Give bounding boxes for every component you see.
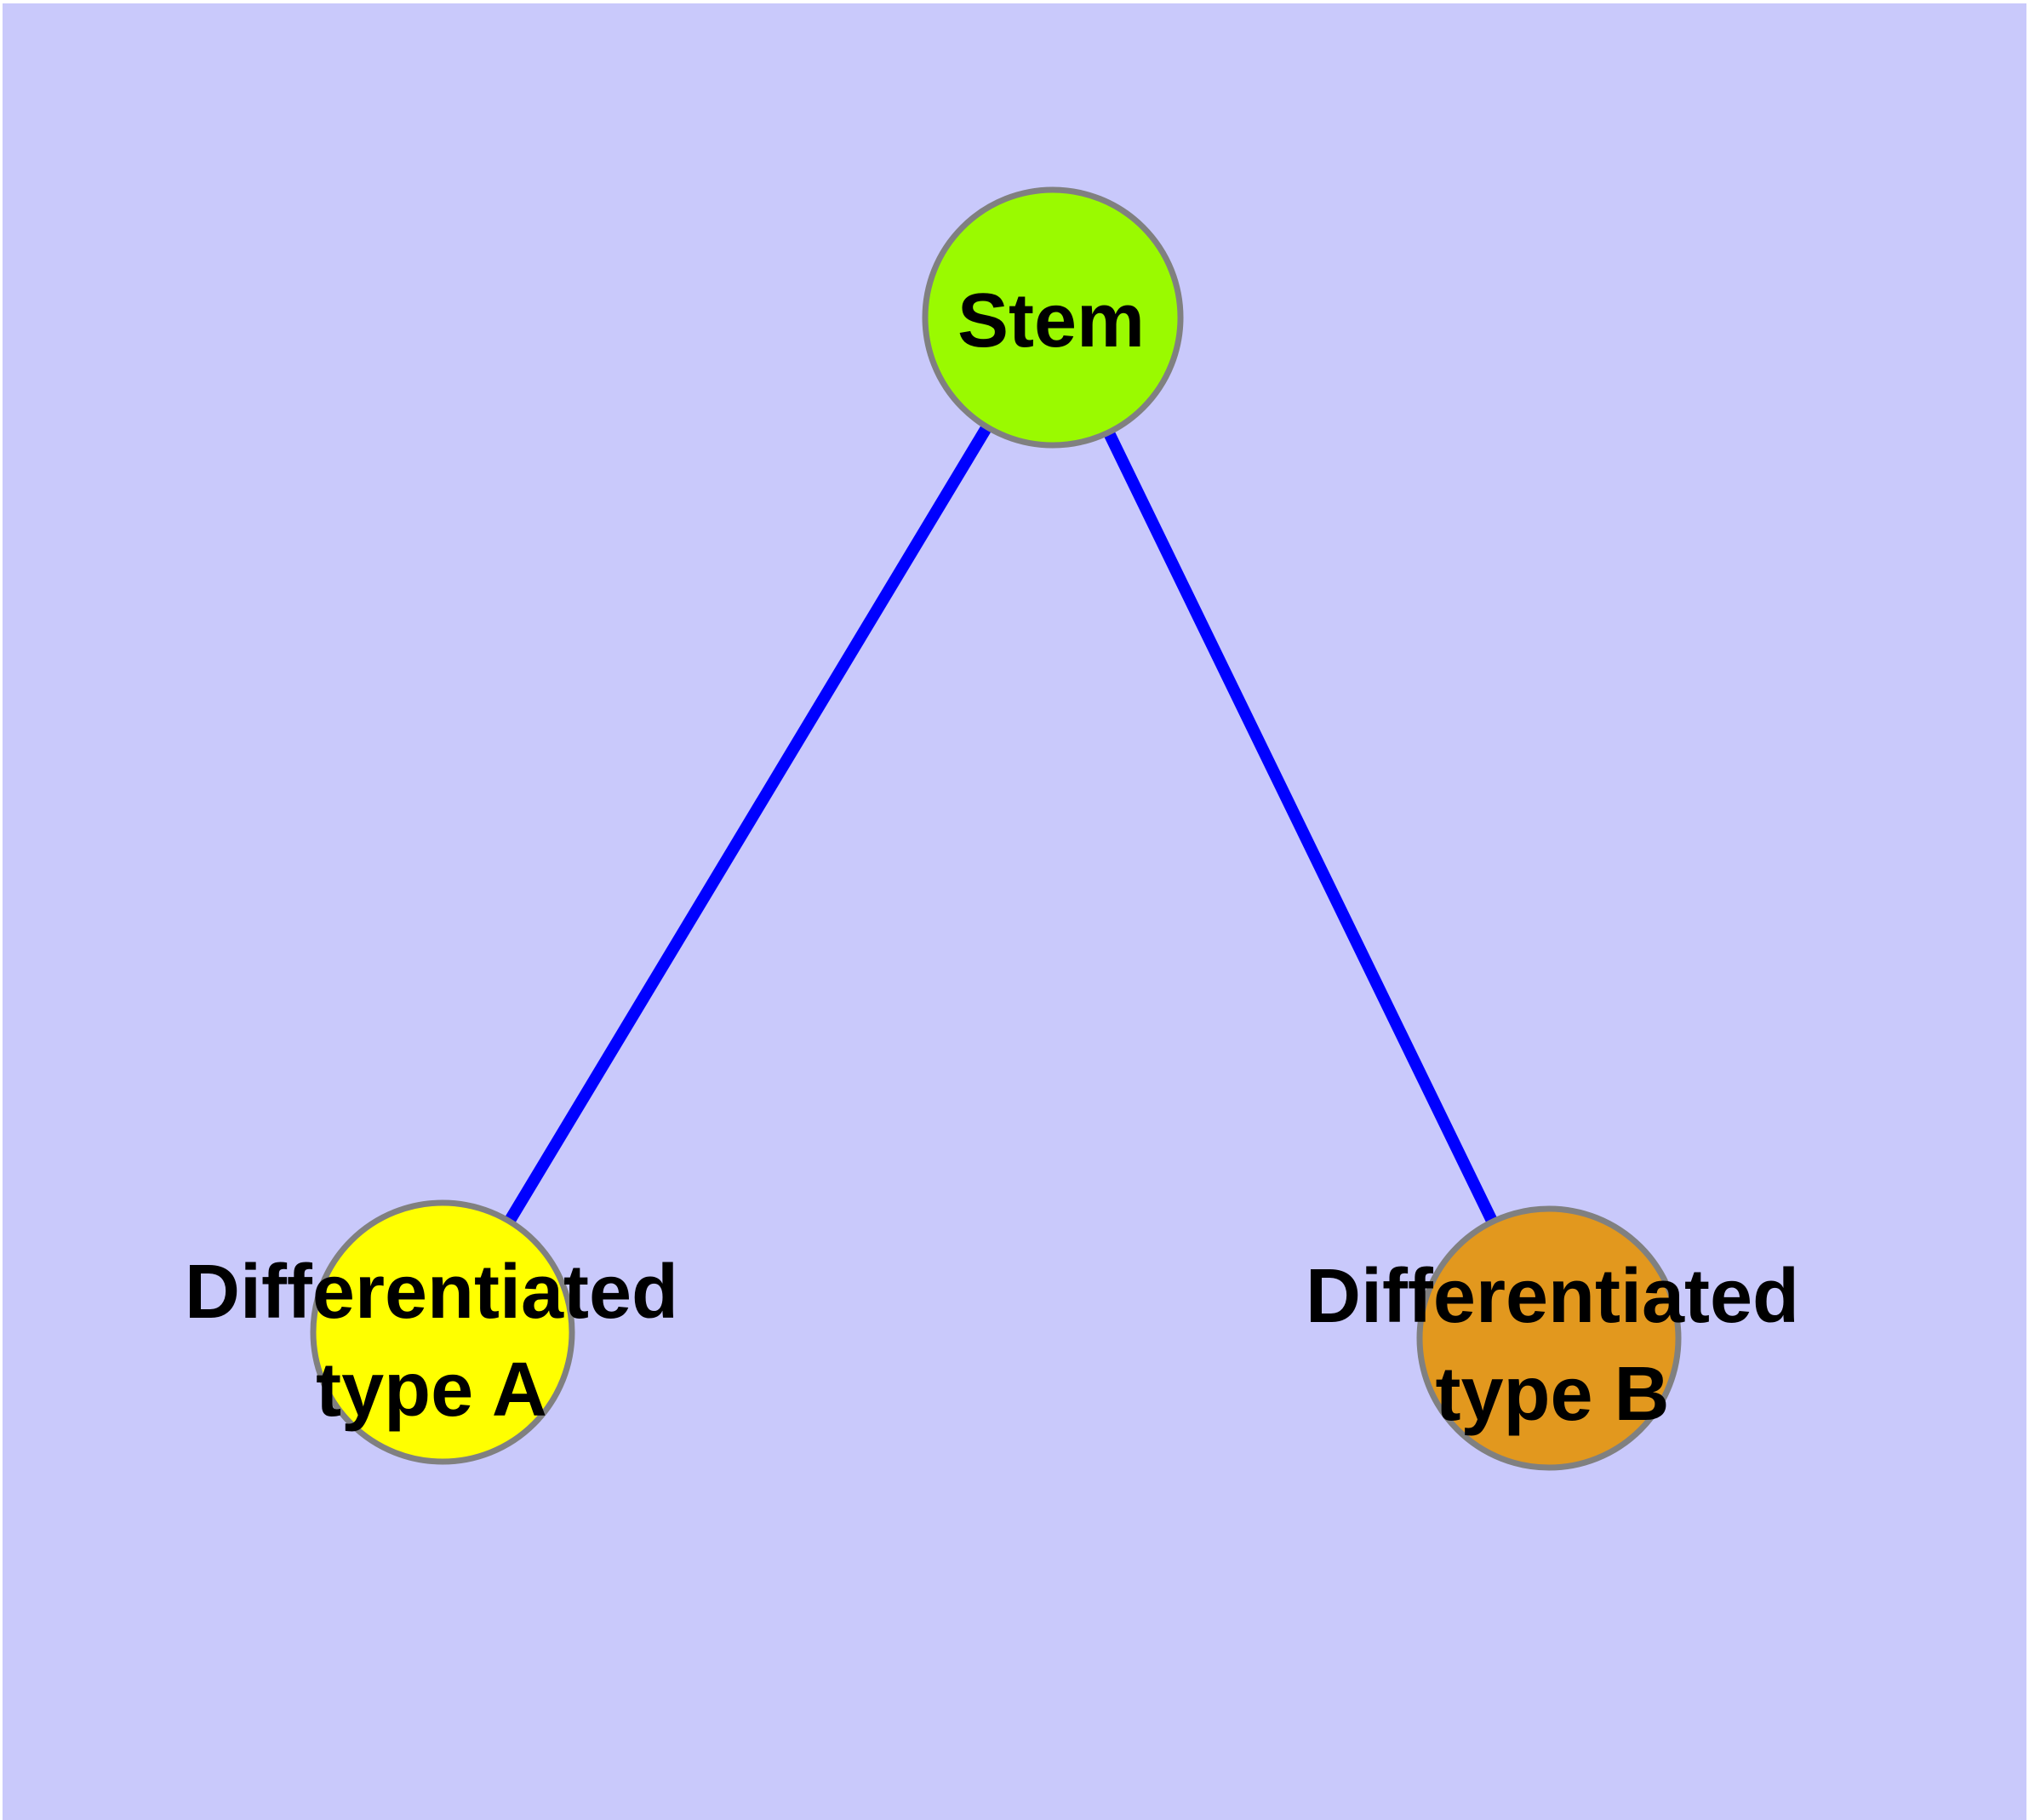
edge-stem-to-type-b [1047, 314, 1555, 1342]
node-differentiated-type-b: Differentiated type B [1306, 1205, 1799, 1471]
node-differentiated-type-a: Differentiated type A [185, 1199, 678, 1465]
node-stem-circle [922, 186, 1184, 449]
node-differentiated-type-b-label-line2: type B [1435, 1352, 1669, 1437]
node-differentiated-type-b-label-line1: Differentiated [1306, 1254, 1799, 1339]
node-stem: Stem [922, 186, 1184, 449]
node-differentiated-type-a-label-line1: Differentiated [185, 1250, 678, 1335]
node-stem-label: Stem [957, 278, 1145, 363]
edge-stem-to-type-a [437, 314, 1058, 1336]
node-differentiated-type-b-circle [1416, 1205, 1682, 1471]
node-differentiated-type-a-label-line2: type A [316, 1348, 547, 1433]
node-differentiated-type-a-circle [310, 1199, 575, 1465]
